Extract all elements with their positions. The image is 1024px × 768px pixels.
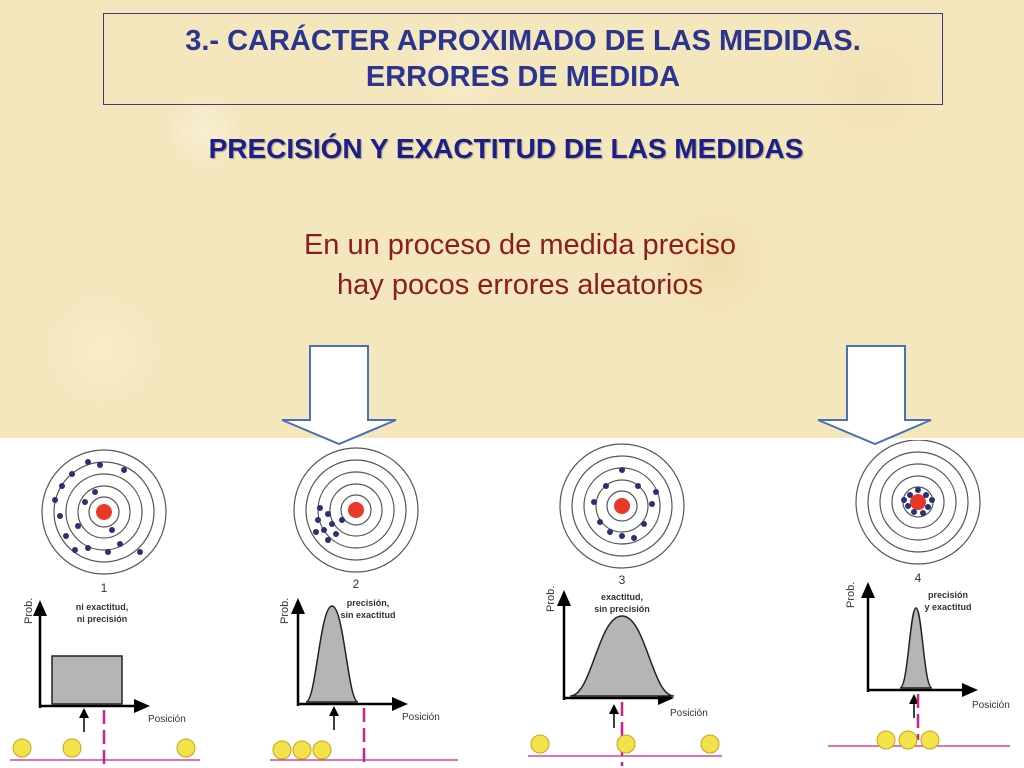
statement-line-1: En un proceso de medida preciso: [303, 229, 737, 261]
y-axis-label: Prob.: [23, 598, 35, 624]
target-1: [41, 449, 167, 575]
pointer-arrow-4: [817, 345, 932, 446]
wide-distribution: [569, 615, 675, 697]
narrow-distribution: [305, 605, 359, 703]
axes: [33, 600, 150, 713]
title-line-2: ERRORES DE MEDIDA: [365, 61, 681, 93]
uniform-distribution: [51, 655, 123, 705]
impact-dots: [52, 459, 143, 555]
bullseye: [614, 498, 630, 514]
panel-4: 4 precisión y exactitud Prob. Posición: [828, 440, 1010, 750]
true-value-marker: [909, 694, 920, 740]
panel-label-line-2: y exactitud: [924, 602, 971, 612]
measurement-balls: [272, 740, 332, 760]
title-box: 3.- CARÁCTER APROXIMADO DE LAS MEDIDAS. …: [103, 13, 943, 105]
panel-label-line-1: ni exactitud,: [76, 602, 129, 612]
panel-label-line-2: ni precisión: [77, 614, 128, 624]
x-axis-label: Posición: [148, 714, 186, 725]
precise-distribution: [899, 607, 933, 689]
panel-label-line-1: precisión,: [347, 598, 390, 608]
x-axis-label: Posición: [670, 708, 708, 719]
true-value-marker: [329, 706, 366, 766]
impact-dots: [901, 487, 935, 516]
axes: [861, 582, 978, 697]
measurement-balls: [876, 730, 940, 750]
panel-1: 1 ni exactitud, ni precisión Prob. Posic…: [10, 449, 200, 766]
pointer-arrow-2: [281, 345, 397, 446]
true-value-marker: [609, 702, 624, 766]
statement-line-2: hay pocos errores aleatorios: [337, 269, 703, 301]
y-axis-label: Prob.: [279, 598, 291, 624]
bullseye: [96, 504, 112, 520]
axes: [291, 598, 408, 711]
target-2: [293, 447, 419, 573]
statement-text: En un proceso de medida preciso hay poco…: [200, 225, 840, 305]
bullseye: [348, 502, 364, 518]
measurement-balls: [530, 734, 720, 754]
panel-2: 2 precisión, sin exactitud Prob. Posició…: [270, 447, 458, 766]
panel-number: 4: [915, 571, 922, 585]
diagram-area: [0, 438, 1024, 768]
panel-number: 3: [619, 573, 626, 587]
section-subtitle: PRECISIÓN Y EXACTITUD DE LAS MEDIDAS: [208, 133, 804, 164]
target-4: [855, 440, 981, 565]
x-axis-label: Posición: [972, 700, 1010, 711]
axes: [557, 590, 674, 705]
panel-label-line-1: precisión: [928, 590, 968, 600]
true-value-marker: [79, 708, 106, 766]
measurement-balls: [12, 738, 196, 758]
textured-background: [0, 0, 1024, 438]
impact-dots: [313, 505, 345, 543]
panel-label-line-1: exactitud,: [601, 592, 643, 602]
y-axis-label: Prob.: [845, 582, 857, 608]
panel-label-line-2: sin exactitud: [340, 610, 395, 620]
title-line-1: 3.- CARÁCTER APROXIMADO DE LAS MEDIDAS.: [185, 25, 861, 57]
panel-number: 2: [353, 577, 360, 591]
bullseye: [910, 494, 926, 510]
panel-number: 1: [101, 581, 108, 595]
x-axis-label: Posición: [402, 712, 440, 723]
y-axis-label: Prob.: [545, 586, 557, 612]
panel-label-line-2: sin precisión: [594, 604, 650, 614]
impact-dots: [591, 467, 659, 541]
panel-3: 3 exactitud, sin precisión Prob. Posició…: [528, 443, 722, 766]
target-3: [559, 443, 685, 569]
